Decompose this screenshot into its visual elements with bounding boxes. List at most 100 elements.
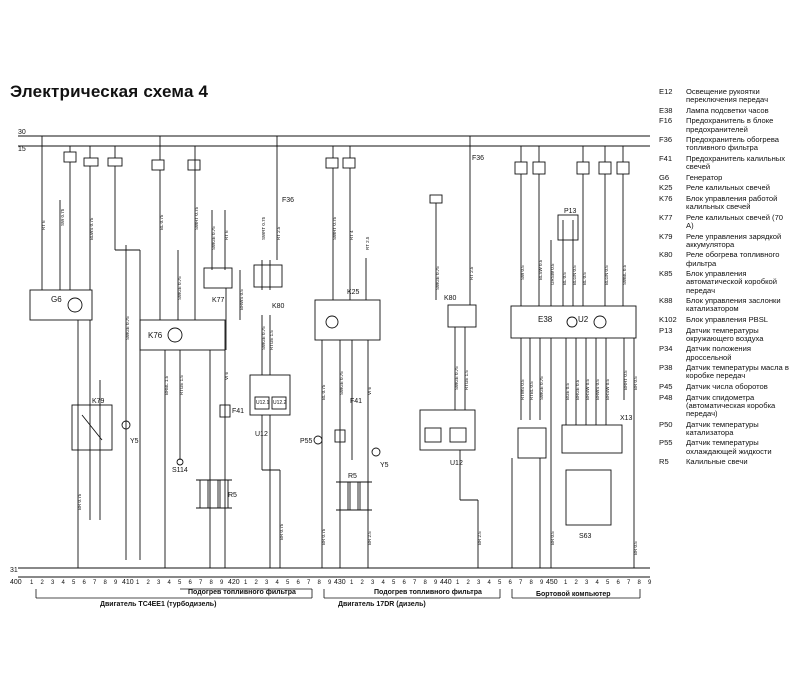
scale-tick-digit: 8: [424, 580, 428, 586]
scale-tick-digit: 1: [564, 580, 568, 586]
y5-label-2: Y5: [380, 462, 389, 469]
legend-code: P34: [659, 344, 673, 354]
x13-label: X13: [620, 415, 633, 422]
caption-fuel-filter-1: Подогрев топливного фильтра: [188, 589, 296, 596]
wire-label: BR 2.5: [367, 531, 372, 545]
wire-label: SWGE 0.75: [177, 276, 182, 300]
wire-label: SWRT 0.75: [332, 216, 337, 240]
p55-label: P55: [300, 438, 313, 445]
k25-label: K25: [347, 289, 360, 296]
wire-label: SWBL 0.5: [622, 264, 627, 285]
legend-description: Датчик температуры катализатора: [686, 419, 759, 437]
caption-onboard-computer: Бортовой компьютер: [536, 590, 611, 598]
scale-tick-digit: 8: [210, 580, 214, 586]
caption-fuel-filter-2: Подогрев топливного фильтра: [374, 589, 482, 596]
wire-label: RTGE 1.5: [179, 375, 184, 395]
scale-tick-digit: 6: [189, 580, 193, 586]
scale-tick-digit: 6: [297, 580, 301, 586]
wire-label: SWGE 0.75: [125, 316, 130, 340]
scale-tick-digit: 2: [361, 580, 365, 586]
wire-label: SWGE 0.75: [454, 366, 459, 390]
legend-code: P38: [659, 363, 673, 373]
caption-engine-tc4ee1: Двигатель TC4EE1 (турбодизель): [100, 600, 216, 608]
scale-tick-digit: 3: [477, 580, 481, 586]
u2-label: U2: [578, 315, 589, 324]
scale-tick-digit: 3: [585, 580, 589, 586]
k79-label: K79: [92, 398, 105, 405]
k80-block-1: [253, 264, 283, 288]
scale-440: 440: [440, 579, 452, 586]
scale-tick-digit: 3: [265, 580, 269, 586]
u12-label-2: U12: [450, 460, 463, 467]
legend-description: Датчик температуры масла в коробке перед…: [686, 363, 789, 381]
bus-31-label: 31: [10, 567, 18, 574]
wire-label: BL 0.5: [562, 272, 567, 285]
p13-label: P13: [564, 208, 577, 215]
legend-description: Датчик числа оборотов: [686, 381, 768, 391]
legend-item: P34 Датчик положения дроссельной: [659, 344, 791, 362]
wire-label: BRWS 0.5: [239, 289, 244, 310]
g6-label: G6: [51, 295, 62, 304]
scale-tick-digit: 7: [413, 580, 417, 586]
legend-item: P38 Датчик температуры масла в коробке пе…: [659, 363, 791, 381]
wire-label: BL 0.75: [321, 384, 326, 400]
scale-tick-digit: 4: [596, 580, 600, 586]
legend-code: F41: [659, 153, 673, 163]
legend-description: Генератор: [686, 172, 723, 182]
k77-label: K77: [212, 297, 225, 304]
wire-label: BL 0.5: [582, 272, 587, 285]
scale-tick-digit: 7: [307, 580, 311, 586]
scale-450: 450: [546, 579, 558, 586]
legend-description: Датчик температуры охлаждающей жидкости: [686, 438, 772, 456]
wire-label: BRSW 0.5: [605, 378, 610, 400]
u12-1-label: U12.1: [256, 400, 270, 406]
wiring-diagram: 30 15 31 G6 K76 K77 K79 K80 K80 K25 E38 …: [10, 129, 652, 608]
k76-label: K76: [148, 331, 163, 340]
scale-420: 420: [228, 579, 240, 586]
legend-item: P50 Датчик температуры катализатора: [659, 419, 791, 437]
legend-code: K25: [659, 183, 673, 193]
k76-block: [139, 319, 226, 351]
scale-tick-digit: 2: [467, 580, 471, 586]
wire-label: BLSW 0.5: [538, 259, 543, 280]
legend-code: K76: [659, 193, 673, 203]
legend-code: P50: [659, 419, 673, 429]
wire-label: RTBL 0.5: [529, 381, 534, 400]
wire-label: BR 2.5: [477, 531, 482, 545]
legend-description: Реле обогрева топливного фильтра: [686, 250, 780, 268]
wire-label: BRSW 0.5: [585, 378, 590, 400]
e38-label: E38: [538, 315, 553, 324]
g6-block: [29, 289, 93, 321]
legend-description: Предохранитель в блоке предохранителей: [686, 116, 774, 134]
legend-description: Реле калильных свечей (70 А): [686, 212, 784, 230]
scale-tick-digit: 1: [244, 580, 248, 586]
scale-400: 400: [10, 579, 22, 586]
legend-code: K80: [659, 250, 673, 260]
scale-410: 410: [122, 579, 134, 586]
scale-tick-digit: 4: [488, 580, 492, 586]
wire-label: BRWS 0.5: [595, 379, 600, 400]
y5-label-1: Y5: [130, 438, 139, 445]
scale-tick-digit: 5: [72, 580, 76, 586]
scale-tick-digit: 7: [627, 580, 631, 586]
legend-description: Датчик положения дроссельной: [686, 344, 751, 362]
wire-label: GRSW 0.5: [550, 263, 555, 285]
scale-tick-digit: 9: [434, 580, 438, 586]
wire-label: BL 0.75: [159, 214, 164, 230]
scale-tick-digit: 3: [157, 580, 161, 586]
scale-tick-digit: 6: [617, 580, 621, 586]
legend-code: K88: [659, 296, 673, 306]
k77-block: [203, 267, 233, 289]
s63-block: [565, 469, 612, 526]
